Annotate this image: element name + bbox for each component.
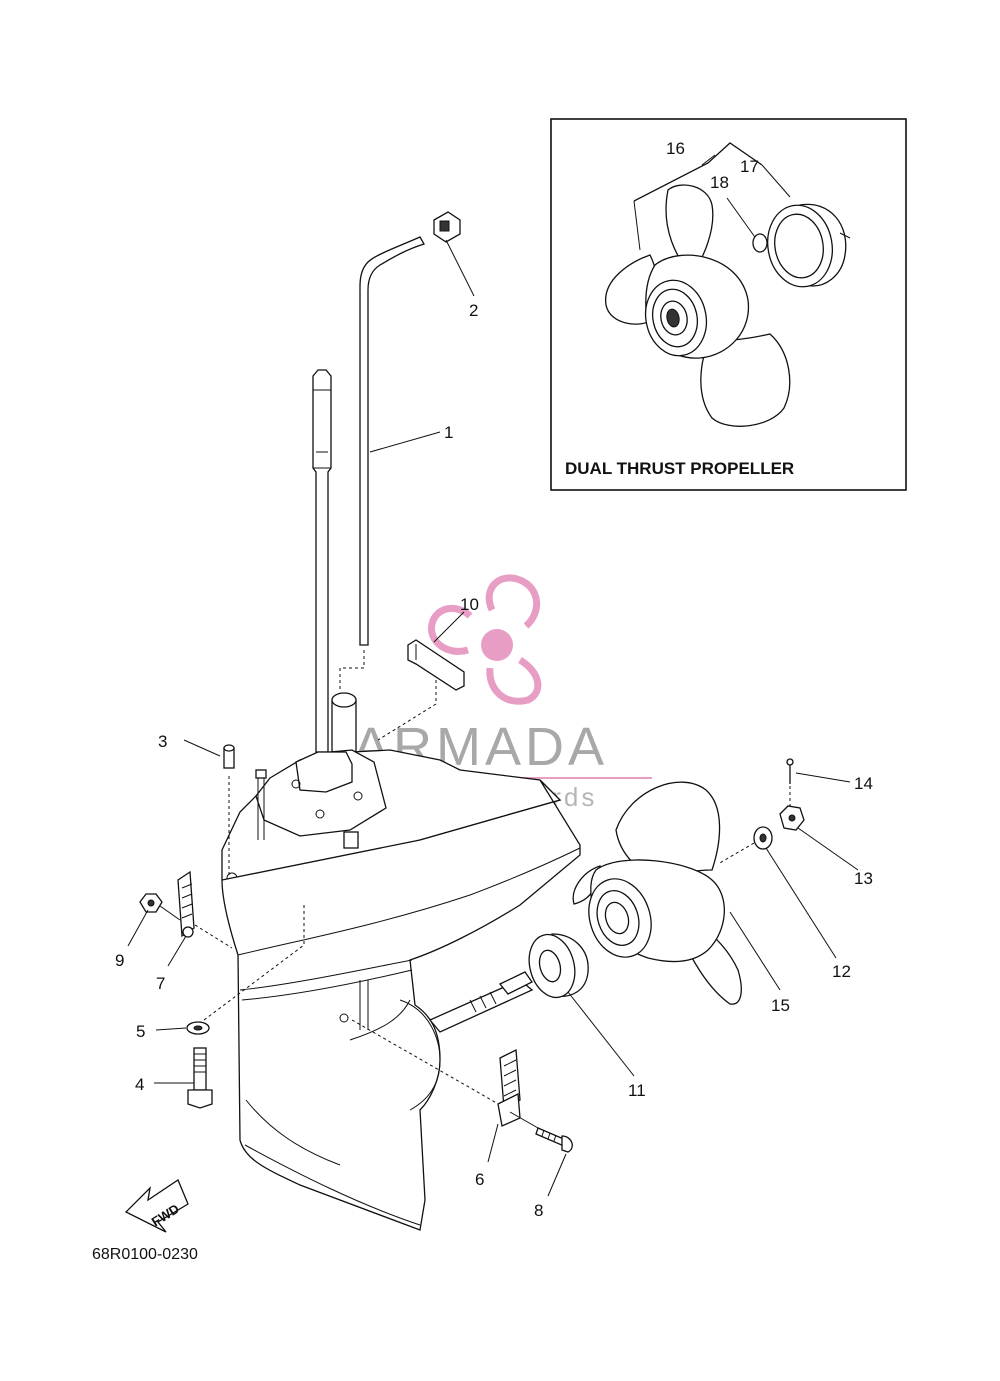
- inset-title: DUAL THRUST PROPELLER: [565, 459, 794, 478]
- callout-14: 14: [854, 774, 873, 793]
- callout-1: 1: [444, 423, 453, 442]
- anode-7: [167, 870, 195, 967]
- callout-10: 10: [460, 595, 479, 614]
- fwd-arrow-icon: FWD: [124, 1179, 189, 1233]
- callout-18: 18: [710, 173, 729, 192]
- callout-11: 11: [628, 1081, 646, 1100]
- callout-16: 16: [666, 139, 685, 158]
- nut-9: [127, 893, 181, 947]
- thrust-spacer-11: [528, 933, 635, 1077]
- inset-washer-18: [752, 233, 768, 253]
- callout-6: 6: [475, 1170, 484, 1189]
- callout-17: 17: [740, 157, 759, 176]
- callout-4: 4: [135, 1075, 144, 1094]
- bolt-4: [154, 1047, 213, 1109]
- plate-10: [377, 611, 465, 741]
- callout-9: 9: [115, 951, 124, 970]
- shaft-bushing: [331, 692, 357, 759]
- dowel-pin-3: [183, 739, 235, 769]
- washer-12: [717, 826, 837, 959]
- lower-casing: [194, 749, 581, 1231]
- water-tube-1: [339, 236, 441, 690]
- diagram-code: 68R0100-0230: [92, 1246, 198, 1263]
- washer-5: [155, 1021, 210, 1035]
- screw-8: [509, 1111, 573, 1197]
- callout-7: 7: [156, 974, 165, 993]
- callout-12: 12: [832, 962, 851, 981]
- callout-5: 5: [136, 1022, 145, 1041]
- inset-spacer-17: [767, 203, 851, 288]
- callout-2: 2: [469, 301, 478, 320]
- propeller-15: [572, 781, 781, 1005]
- anode-6: [487, 1048, 521, 1163]
- castle-nut-13: [779, 805, 859, 871]
- cotter-pin-14: [786, 758, 851, 808]
- inset-dual-thrust-propeller: 16 17 18 DUAL THRUST PROPELLER: [550, 118, 907, 491]
- grommet-2: [433, 211, 475, 297]
- propeller-shaft: [428, 971, 534, 1033]
- drive-shaft: [312, 369, 332, 753]
- callout-15: 15: [771, 996, 790, 1015]
- callout-13: 13: [854, 869, 873, 888]
- propeller-logo-icon: [428, 574, 542, 705]
- callout-8: 8: [534, 1201, 543, 1220]
- callout-3: 3: [158, 732, 167, 751]
- inset-propeller: [605, 184, 791, 427]
